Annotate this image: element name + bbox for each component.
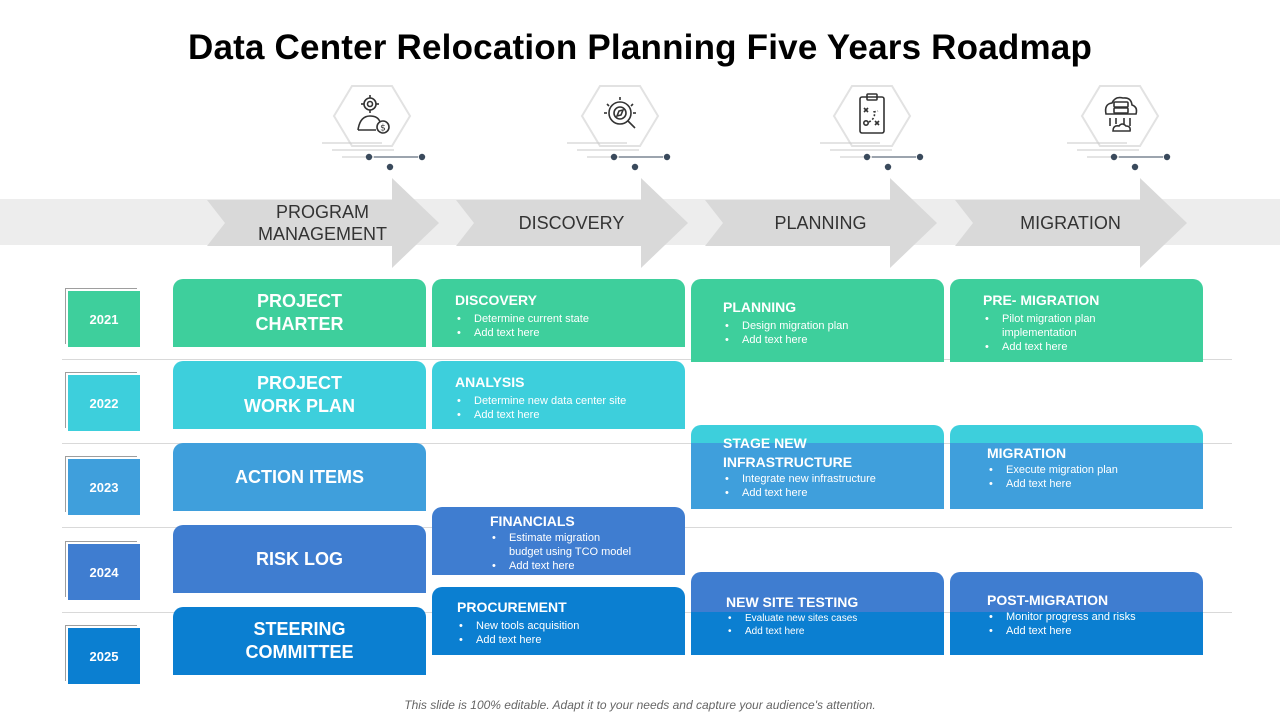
card-title: MIGRATION <box>987 445 1067 461</box>
program-item-steering-committee: STEERING COMMITTEE <box>173 607 426 675</box>
card-bullet: Integrate new infrastructure <box>725 472 944 486</box>
program-item-project-charter: PROJECT CHARTER <box>173 279 426 347</box>
card-title: STAGE NEW INFRASTRUCTURE <box>723 435 853 470</box>
phase-arrow-migration: MIGRATION <box>955 178 1187 268</box>
phase-label: PLANNING <box>774 213 867 233</box>
clipboard-strategy-icon <box>832 84 912 148</box>
row-divider <box>62 359 1232 360</box>
card-title: PRE- MIGRATION <box>983 292 1100 308</box>
connector-decoration <box>322 140 442 176</box>
card-financials: FINANCIALS Estimate migration budget usi… <box>432 507 685 575</box>
card-stage-new-infrastructure: STAGE NEW INFRASTRUCTURE Integrate new i… <box>691 425 944 509</box>
page-title: Data Center Relocation Planning Five Yea… <box>187 28 1093 67</box>
search-analysis-icon <box>580 84 660 148</box>
connector-decoration <box>1067 140 1187 176</box>
phase-arrow-discovery: DISCOVERY <box>456 178 688 268</box>
program-item-label: ACTION ITEMS <box>235 466 364 487</box>
phase-label: MIGRATION <box>1020 213 1121 233</box>
card-post-migration: POST-MIGRATION Monitor progress and risk… <box>950 572 1203 655</box>
manager-settings-icon: $ <box>332 84 412 148</box>
program-item-label: PROJECT WORK PLAN <box>244 373 355 416</box>
card-title: POST-MIGRATION <box>987 592 1109 608</box>
card-bullet: Add text here <box>457 408 685 422</box>
card-planning: PLANNING Design migration plan Add text … <box>691 279 944 362</box>
year-label-2024: 2024 <box>68 544 140 600</box>
card-bullet: Evaluate new sites cases <box>728 612 944 625</box>
program-item-label: PROJECT CHARTER <box>255 291 344 334</box>
card-bullet: Determine new data center site <box>457 394 685 408</box>
card-bullet: Add text here <box>492 559 685 573</box>
connector-decoration <box>567 140 687 176</box>
server-cloud-icon <box>1080 84 1160 148</box>
card-pre-migration: PRE- MIGRATION Pilot migration plan impl… <box>950 279 1203 362</box>
card-bullet: Add text here <box>725 486 944 500</box>
year-label-2025: 2025 <box>68 628 140 684</box>
card-analysis: ANALYSIS Determine new data center site … <box>432 361 685 429</box>
program-item-action-items: ACTION ITEMS <box>173 443 426 511</box>
year-label-2021: 2021 <box>68 291 140 347</box>
row-divider <box>62 443 1232 444</box>
svg-text:$: $ <box>380 124 386 134</box>
program-item-risk-log: RISK LOG <box>173 525 426 593</box>
card-bullet: Add text here <box>459 633 685 647</box>
program-item-label: RISK LOG <box>255 548 343 569</box>
card-bullet: Determine current state <box>457 312 685 326</box>
phase-label: PROGRAM MANAGEMENT <box>257 202 387 244</box>
phase-label: DISCOVERY <box>518 213 625 233</box>
card-bullet: Add text here <box>457 326 685 340</box>
card-discovery: DISCOVERY Determine current state Add te… <box>432 279 685 347</box>
card-title: NEW SITE TESTING <box>726 594 859 610</box>
card-bullet: Execute migration plan <box>989 463 1203 477</box>
year-label-2022: 2022 <box>68 375 140 431</box>
card-bullet: Estimate migration budget using TCO mode… <box>492 531 685 559</box>
card-new-site-testing: NEW SITE TESTING Evaluate new sites case… <box>691 572 944 655</box>
phase-arrow-program-management: PROGRAM MANAGEMENT <box>207 178 439 268</box>
phase-arrow-planning: PLANNING <box>705 178 937 268</box>
card-bullet: Add text here <box>728 625 944 638</box>
card-bullet: Add text here <box>725 333 944 347</box>
program-item-project-work-plan: PROJECT WORK PLAN <box>173 361 426 429</box>
card-bullet: Pilot migration plan implementation <box>985 312 1203 340</box>
card-migration: MIGRATION Execute migration plan Add tex… <box>950 425 1203 509</box>
card-bullet: Add text here <box>989 477 1203 491</box>
year-label-2023: 2023 <box>68 459 140 515</box>
card-title: DISCOVERY <box>455 292 537 308</box>
card-bullet: Add text here <box>989 624 1203 638</box>
card-bullet: New tools acquisition <box>459 619 685 633</box>
card-bullet: Monitor progress and risks <box>989 610 1203 624</box>
card-bullet: Add text here <box>985 340 1203 354</box>
footer-note: This slide is 100% editable. Adapt it to… <box>404 698 876 712</box>
program-item-label: STEERING COMMITTEE <box>245 619 354 662</box>
card-title: PLANNING <box>723 299 797 315</box>
card-bullet: Design migration plan <box>725 319 944 333</box>
connector-decoration <box>820 140 940 176</box>
card-title: FINANCIALS <box>490 513 575 529</box>
card-title: ANALYSIS <box>455 374 525 390</box>
card-title: PROCUREMENT <box>457 599 567 615</box>
card-procurement: PROCUREMENT New tools acquisition Add te… <box>432 587 685 655</box>
